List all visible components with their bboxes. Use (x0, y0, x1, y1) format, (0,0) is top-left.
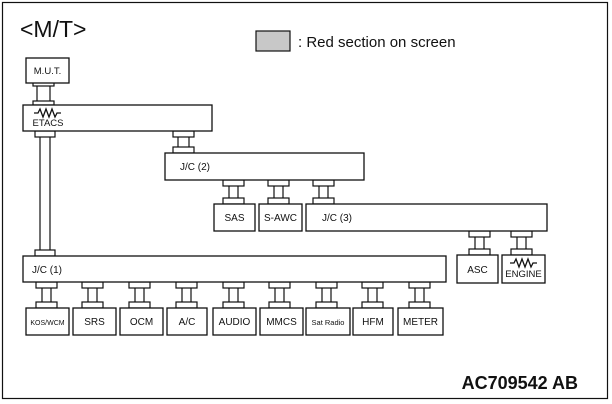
sawc-label: S-AWC (264, 213, 297, 224)
sawc-box (258, 203, 303, 232)
kos-wcm-label: KOS/WCM (30, 320, 64, 327)
engine-terminator-icon (510, 257, 537, 269)
ac-box (166, 307, 208, 336)
sas-box (213, 203, 256, 232)
hfm-box (352, 307, 394, 336)
sat-radio-box (305, 307, 351, 336)
kos-wcm-box (25, 307, 70, 336)
srs-box (72, 307, 117, 336)
etacs-box (22, 104, 213, 132)
engine-box (501, 254, 546, 284)
legend-text: : Red section on screen (298, 34, 456, 51)
audio-label: AUDIO (219, 317, 251, 328)
mut-label: M.U.T. (34, 66, 61, 77)
jc3-box (305, 203, 548, 232)
ocm-label: OCM (130, 317, 153, 328)
engine-label: ENGINE (505, 269, 541, 280)
meter-label: METER (403, 317, 438, 328)
srs-label: SRS (84, 317, 105, 328)
ocm-box (119, 307, 164, 336)
jc2-label: J/C (2) (180, 162, 210, 173)
mut-box (25, 57, 70, 84)
etacs-terminator-icon (34, 107, 61, 119)
ac-label: A/C (179, 317, 196, 328)
audio-box (212, 307, 257, 336)
connector-stubs (32, 81, 533, 309)
jc3-label: J/C (3) (322, 213, 352, 224)
meter-box (397, 307, 444, 336)
jc2-box (164, 152, 365, 181)
etacs-label: ETACS (33, 118, 64, 129)
figure-code: AC709542 AB (462, 373, 578, 393)
mmcs-label: MMCS (266, 317, 297, 328)
hfm-label: HFM (362, 317, 384, 328)
jc1-label: J/C (1) (32, 265, 62, 276)
asc-label: ASC (467, 265, 488, 276)
jc1-box (22, 255, 447, 283)
mmcs-box (259, 307, 304, 336)
diagram-title: <M/T> (20, 16, 86, 42)
sat-radio-label: Sat Radio (312, 318, 345, 327)
legend-swatch (255, 30, 291, 52)
sas-label: SAS (224, 213, 244, 224)
asc-box (456, 254, 499, 284)
